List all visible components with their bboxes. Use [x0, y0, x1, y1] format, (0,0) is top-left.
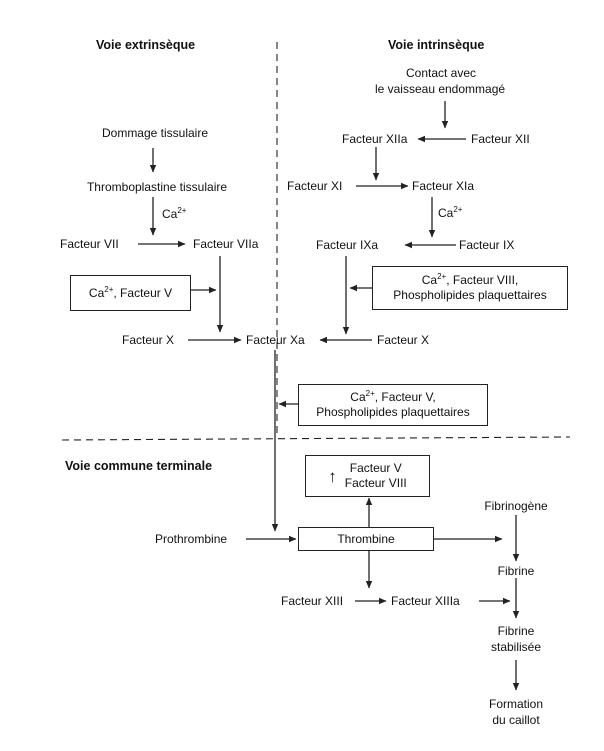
contact-line-2: le vaisseau endommagé	[374, 82, 506, 96]
factor-xa-label: Facteur Xa	[246, 333, 305, 347]
cofactor-box-common-line2: Phospholipides plaquettaires	[316, 405, 470, 419]
clot-formation-line-2: du caillot	[492, 713, 540, 727]
calcium-label-intrinsic: Ca2+	[438, 206, 462, 221]
cofactor-box-intrinsic-line2: Phospholipides plaquettaires	[393, 288, 547, 302]
calcium-charge: 2+	[437, 272, 447, 281]
prothrombin-label: Prothrombine	[155, 532, 228, 546]
factor-ix-label: Facteur IX	[459, 238, 515, 252]
calcium-text: Ca	[162, 207, 178, 221]
feedback-factor-viii: Facteur VIII	[344, 476, 407, 490]
factor-xia-label: Facteur XIa	[412, 179, 475, 193]
fibrin-label: Fibrine	[497, 564, 535, 578]
calcium-text: Ca	[421, 273, 438, 287]
cofactor-box-common: Ca2+, Facteur V, Phospholipides plaquett…	[298, 384, 488, 426]
factor-xiii-label: Facteur XIII	[281, 594, 344, 608]
calcium-charge: 2+	[453, 205, 463, 214]
calcium-text: Ca	[438, 206, 454, 220]
heading-common: Voie commune terminale	[65, 459, 213, 473]
tissue-damage-label: Dommage tissulaire	[101, 126, 209, 140]
cofactor-text: , Facteur V	[113, 285, 173, 300]
feedback-factor-v: Facteur V	[349, 461, 402, 475]
heading-extrinsic: Voie extrinsèque	[96, 38, 196, 52]
calcium-charge: 2+	[365, 389, 375, 398]
calcium-text: Ca	[350, 390, 366, 404]
cofactor-box-intrinsic-line1: Ca2+, Facteur VIII,	[422, 273, 519, 288]
factor-viia-label: Facteur VIIa	[193, 237, 259, 251]
calcium-charge: 2+	[177, 206, 187, 215]
stabilized-fibrin-line-1: Fibrine	[497, 624, 535, 638]
factor-xiiia-label: Facteur XIIIa	[391, 594, 460, 608]
factor-xii-label: Facteur XII	[471, 132, 530, 146]
stabilized-fibrin-line-2: stabilisée	[490, 640, 542, 654]
cofactor-box-extrinsic: Ca2+, Facteur V	[70, 275, 191, 311]
heading-intrinsic: Voie intrinsèque	[388, 38, 485, 52]
factor-xiia-label: Facteur XIIa	[342, 132, 408, 146]
factor-ixa-label: Facteur IXa	[316, 238, 379, 252]
calcium-charge: 2+	[104, 284, 114, 294]
calcium-label-extrinsic: Ca2+	[162, 207, 186, 222]
cofactor-text: , Facteur VIII,	[446, 273, 519, 287]
cofactor-text: , Facteur V,	[374, 390, 436, 404]
feedback-factors: Facteur V Facteur VIII	[345, 461, 407, 491]
factor-x-left-label: Facteur X	[122, 333, 175, 347]
feedback-box: ↑ Facteur V Facteur VIII	[305, 455, 430, 497]
fibrinogen-label: Fibrinogène	[484, 499, 548, 513]
clot-formation-line-1: Formation	[488, 697, 544, 711]
thrombin-box: Thrombine	[298, 527, 434, 551]
factor-xi-label: Facteur XI	[287, 179, 343, 193]
cofactor-box-intrinsic: Ca2+, Facteur VIII, Phospholipides plaqu…	[372, 266, 568, 310]
up-arrow-icon: ↑	[328, 466, 337, 486]
horizontal-dashed-divider	[61, 436, 571, 441]
cofactor-box-common-line1: Ca2+, Facteur V,	[350, 390, 435, 405]
contact-line-1: Contact avec	[405, 66, 477, 80]
cofactor-box-extrinsic-text: Ca2+, Facteur V	[88, 284, 173, 301]
factor-vii-label: Facteur VII	[60, 237, 119, 251]
calcium-text: Ca	[88, 285, 105, 300]
factor-x-right-label: Facteur X	[377, 333, 430, 347]
tissue-thromboplastin-label: Thromboplastine tissulaire	[86, 180, 228, 194]
